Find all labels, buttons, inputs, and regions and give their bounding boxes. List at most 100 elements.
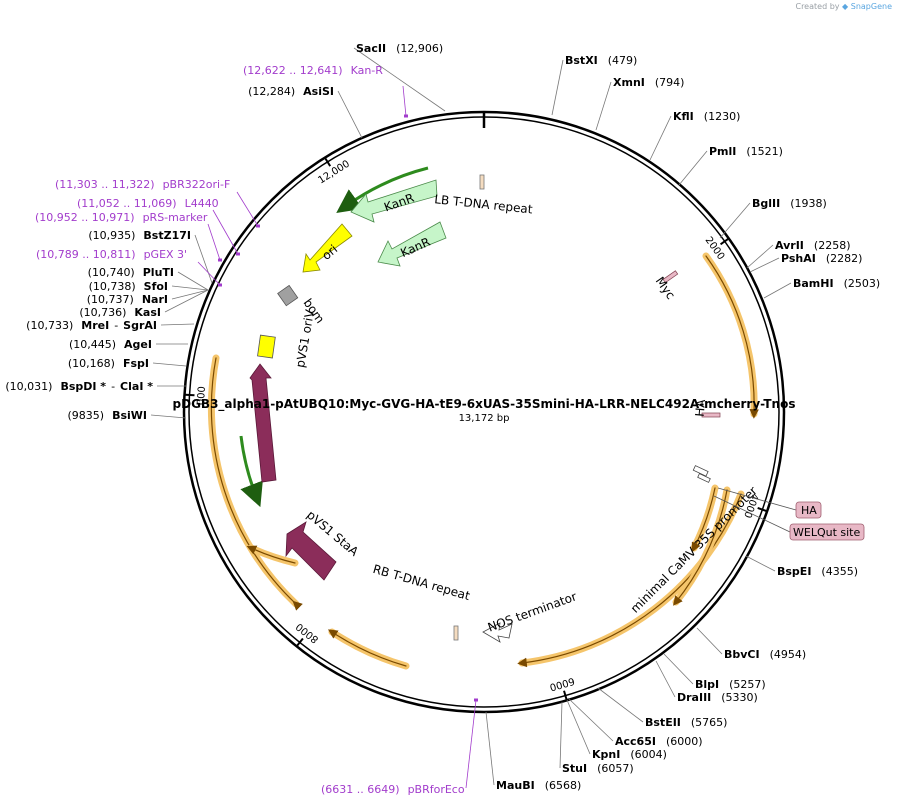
restriction-site: MauBI(6568)	[485, 711, 581, 792]
feature-arc-lower2-core	[673, 489, 728, 606]
site-label: KflI(1230)	[673, 110, 740, 123]
restriction-site: (10,935)BstZ17I	[88, 229, 213, 284]
site-label: (10,738)SfoI	[89, 280, 168, 293]
camv-box	[692, 465, 709, 477]
site-label: (10,445)AgeI	[69, 338, 152, 351]
site-leader	[566, 699, 591, 755]
feature-arc-left-mid-core	[246, 545, 296, 564]
pvs1-oriv-label: pVS1 oriV	[293, 308, 317, 369]
pvs1-staa-arrow: pVS1 StaA	[285, 508, 362, 581]
restriction-site: AvrII(2258)	[746, 239, 850, 269]
tick-mark	[757, 507, 767, 512]
site-leader	[559, 701, 563, 769]
site-leader	[160, 323, 195, 326]
kanr-arrow-2: KanR	[377, 221, 447, 267]
site-label: (9835)BsiWI	[67, 409, 147, 422]
site-label: PshAI(2282)	[781, 252, 862, 265]
site-leader	[551, 59, 564, 116]
feature-arc-bottom-left	[328, 628, 410, 670]
restriction-site: (10,738)SfoI	[89, 280, 209, 293]
pvs1-repa-label: pVS1 RepA	[283, 412, 303, 488]
site-label: MauBI(6568)	[496, 779, 581, 792]
tick-label: 6000	[548, 675, 576, 693]
site-leader	[485, 711, 495, 786]
lb-box	[479, 174, 485, 190]
primer-label: (11,052 .. 11,069)L4440	[77, 197, 240, 256]
camv-box-2	[697, 473, 711, 483]
feature-arc-lower3-core	[691, 487, 716, 553]
tick-mark	[719, 238, 729, 246]
tick-mark	[563, 690, 568, 700]
welqut-tag: WELQut site	[713, 495, 865, 541]
restriction-site: SacII(12,906)	[353, 42, 446, 112]
primer-text: (12,622 .. 12,641)Kan-R	[243, 64, 383, 77]
pvs1-oriv-box	[257, 334, 276, 359]
site-label: (10,740)PluTI	[88, 266, 174, 279]
snapgene-logo-icon: ◆	[842, 2, 849, 11]
orange-features	[207, 252, 759, 670]
restriction-site: BbvCI(4954)	[696, 627, 806, 661]
site-leader	[164, 289, 209, 313]
site-leader	[678, 150, 708, 186]
site-leader	[177, 271, 209, 291]
primer-text: (11,303 .. 11,322)pBR322ori-F	[55, 178, 230, 191]
feature-arc-lower1-core	[517, 493, 742, 668]
primer-leader	[236, 191, 259, 227]
ha-inner-box	[701, 412, 721, 418]
site-label: BglII(1938)	[752, 197, 827, 210]
tick-mark	[324, 157, 332, 167]
nos-terminator-arrow	[482, 622, 513, 643]
primer-marker	[474, 698, 478, 702]
site-label: BstEII(5765)	[645, 716, 727, 729]
restriction-site: (9835)BsiWI	[67, 409, 187, 422]
restriction-site: (12,284)AsiSI	[248, 85, 363, 139]
green-arrow-left	[239, 435, 263, 508]
restriction-site: (10,168)FspI	[68, 357, 187, 370]
site-label: (12,284)AsiSI	[248, 85, 334, 98]
site-leader	[171, 285, 209, 291]
site-leader	[152, 362, 187, 367]
tick-label: 000	[196, 386, 208, 406]
restriction-site: (10,736)KasI	[79, 289, 209, 319]
site-label: (10,168)FspI	[68, 357, 149, 370]
lb-label: LB T-DNA repeat	[434, 192, 534, 216]
restriction-site: (10,445)AgeI	[69, 338, 188, 351]
primer-marker	[236, 252, 240, 256]
primer-label: (12,622 .. 12,641)Kan-R	[243, 64, 408, 118]
primer-marker	[404, 114, 408, 118]
restriction-site: BspEI(4355)	[745, 555, 858, 578]
restriction-site: (10,031)BspDI *-ClaI *	[5, 380, 186, 393]
site-label: BspEI(4355)	[777, 565, 858, 578]
restriction-site: (10,733)MreI-SgrAI	[26, 319, 195, 332]
site-label: StuI(6057)	[562, 762, 634, 775]
plasmid-size: 13,172 bp	[459, 413, 510, 424]
tick-label: 12,000	[316, 159, 352, 187]
tick-mark	[185, 393, 195, 397]
site-label: (10,935)BstZ17I	[88, 229, 191, 242]
feature-arc-bottom-left-core	[327, 629, 407, 667]
site-label: BstXI(479)	[565, 54, 637, 67]
site-label: BbvCI(4954)	[724, 648, 806, 661]
site-leader	[171, 289, 209, 300]
pvs1-repa-arrow: pVS1 RepA	[249, 363, 304, 488]
primer-label: (10,952 .. 10,971)pRS-marker	[35, 211, 222, 262]
site-leader	[353, 47, 446, 112]
green-arrow-top	[336, 166, 429, 213]
primer-labels: (12,622 .. 12,641)Kan-R (11,303 .. 11,322…	[35, 64, 478, 796]
site-leader	[749, 257, 780, 273]
restriction-site: KflI(1230)	[649, 110, 740, 161]
site-leader	[567, 697, 614, 742]
site-label: DraIII(5330)	[677, 691, 758, 704]
primer-leader	[212, 209, 239, 255]
ori-arrow: ori	[302, 223, 353, 273]
site-leader	[696, 627, 723, 655]
site-label: KpnI(6004)	[592, 748, 667, 761]
plasmid-title: pDGB3_alpha1-pAtUBQ10:Myc-GVG-HA-tE9-6xU…	[173, 397, 796, 412]
site-label: BamHI(2503)	[793, 277, 880, 290]
primer-text: (6631 .. 6649)pBRforEco	[321, 783, 465, 796]
primer-leader	[402, 85, 407, 117]
restriction-site: XmnI(794)	[595, 76, 684, 131]
site-leader	[595, 81, 612, 131]
restriction-site: (10,737)NarI	[87, 289, 209, 306]
